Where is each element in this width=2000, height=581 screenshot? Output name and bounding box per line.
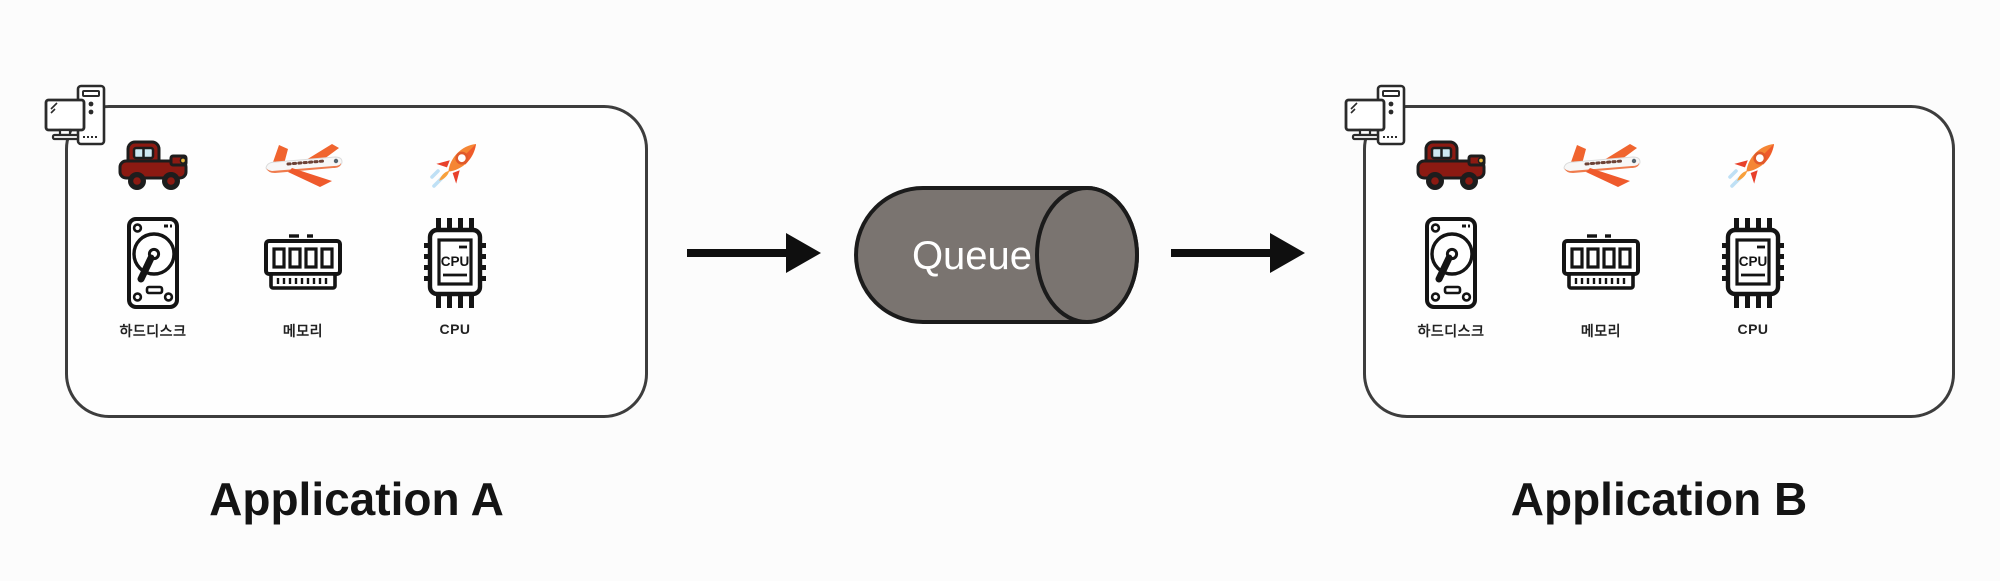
- vehicle-slot: [113, 138, 193, 192]
- hardware-slot: [127, 216, 179, 310]
- vehicle-slot: [426, 138, 484, 192]
- queue-cylinder: Queue: [850, 182, 1145, 328]
- desktop-computer-icon: [44, 84, 106, 146]
- hardware-slot: [263, 216, 343, 310]
- hardware-label: 메모리: [282, 323, 324, 339]
- hardware-slot: [1425, 216, 1477, 310]
- vehicle-slot: [1558, 138, 1644, 192]
- queue-label: Queue: [912, 234, 1032, 278]
- cpu-chip-text: CPU: [441, 254, 470, 269]
- hardware-slot: CPU: [1721, 216, 1785, 310]
- computer-icon-b: [1344, 84, 1416, 156]
- vehicle-slot: [1724, 138, 1782, 192]
- hardware-label: CPU: [439, 321, 471, 337]
- computer-icon-a: [44, 84, 116, 156]
- column-cpu: CPU CPU: [389, 138, 521, 337]
- application-b-title: Application B: [1510, 473, 1808, 525]
- cpu-chip-text: CPU: [1739, 254, 1768, 269]
- cpu-icon: CPU: [424, 218, 486, 308]
- hardware-slot: CPU: [423, 216, 487, 310]
- hardware-label: 메모리: [1580, 323, 1622, 339]
- airplane-icon: [1563, 144, 1641, 187]
- vehicle-slot: [1411, 138, 1491, 192]
- column-memory: 메모리: [237, 138, 369, 341]
- application-a-title: Application A: [209, 473, 504, 525]
- hard-disk-icon: [1425, 217, 1477, 309]
- hard-disk-icon: [127, 217, 179, 309]
- desktop-computer-icon: [1344, 84, 1406, 146]
- memory-icon: [1562, 234, 1640, 290]
- vehicle-slot: [260, 138, 346, 192]
- hardware-label: 하드디스크: [119, 323, 187, 339]
- application-b-box: 하드디스크: [1363, 105, 1955, 418]
- arrow-queue-to-b: [1170, 231, 1306, 275]
- column-cpu: CPU CPU: [1687, 138, 1819, 337]
- airplane-icon: [265, 144, 343, 187]
- cpu-icon: CPU: [1722, 218, 1784, 308]
- car-icon: [1416, 140, 1486, 190]
- car-icon: [118, 140, 188, 190]
- memory-icon: [264, 234, 342, 290]
- column-harddisk: 하드디스크: [87, 138, 219, 341]
- hardware-label: CPU: [1737, 321, 1769, 337]
- application-a-box: 하드디스크: [65, 105, 648, 418]
- column-memory: 메모리: [1535, 138, 1667, 341]
- queue-cylinder-shape: Queue: [854, 186, 1139, 324]
- rocket-icon: [1728, 144, 1774, 188]
- arrow-a-to-queue: [686, 231, 822, 275]
- hardware-slot: [1561, 216, 1641, 310]
- queue-end-cap: [1035, 186, 1139, 324]
- right-arrow-icon: [1171, 233, 1305, 273]
- rocket-icon: [430, 144, 476, 188]
- right-arrow-icon: [687, 233, 821, 273]
- hardware-label: 하드디스크: [1417, 323, 1485, 339]
- column-harddisk: 하드디스크: [1385, 138, 1517, 341]
